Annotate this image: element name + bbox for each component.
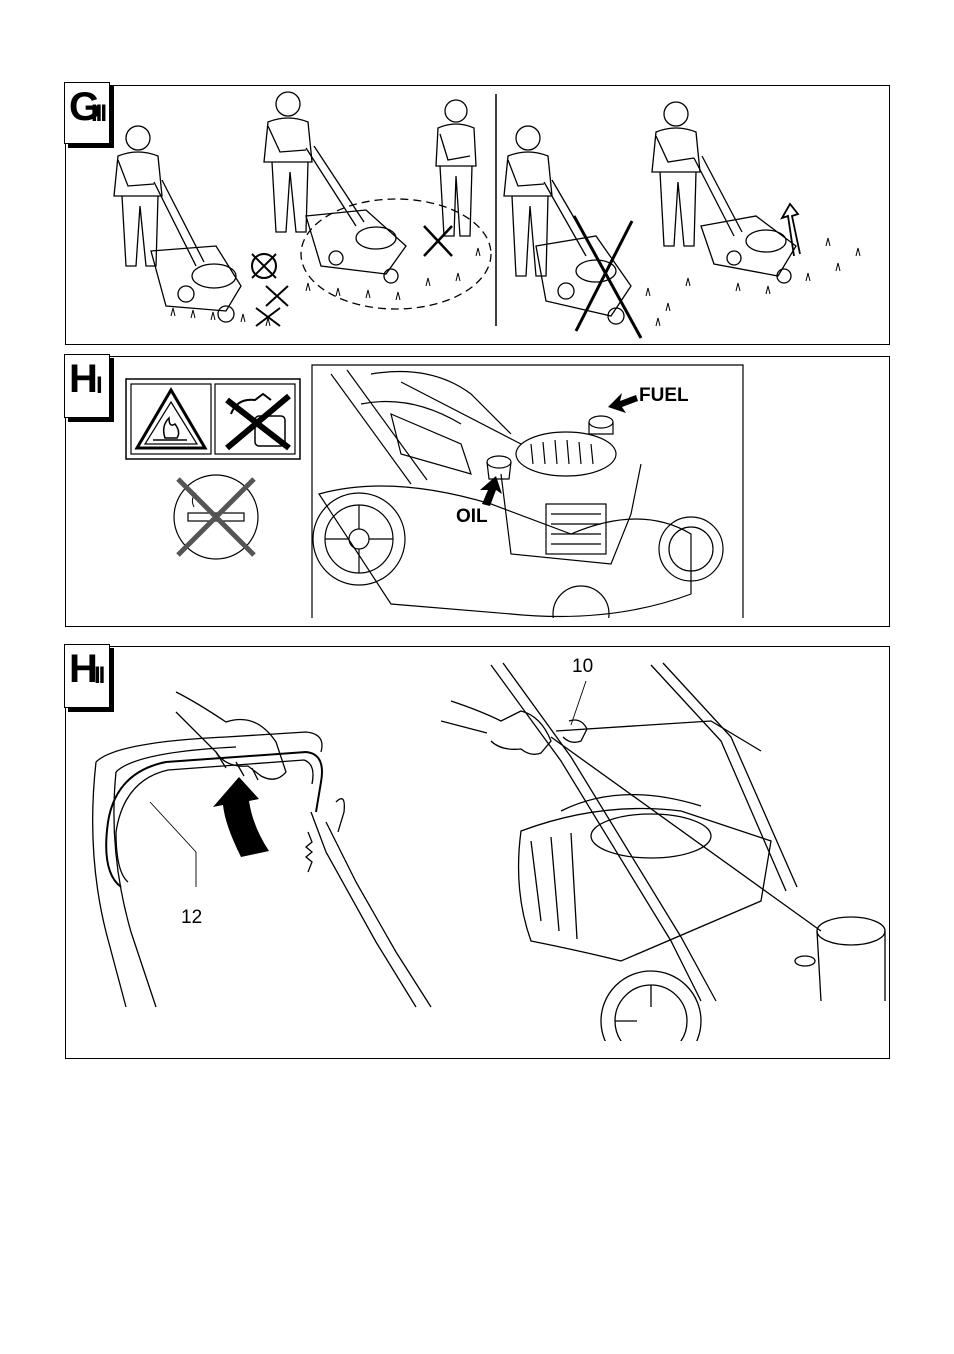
oil-arrow-icon	[480, 476, 502, 506]
mower-figure	[305, 145, 407, 284]
tab-letter: H	[69, 357, 98, 401]
person-figure	[651, 101, 701, 247]
callout-10: 10	[572, 656, 594, 677]
panel-h1: FUEL OIL	[65, 356, 890, 627]
lift-arrow-icon	[780, 202, 801, 257]
lift-arrow-icon	[213, 777, 269, 857]
section-tab-h2: H II	[64, 644, 110, 708]
person-figure	[113, 125, 163, 267]
grass-pattern	[170, 237, 861, 327]
person-figure	[263, 91, 313, 233]
no-refuel-hot-engine-icon	[225, 392, 291, 451]
oil-label: OIL	[456, 506, 488, 527]
engine-illustration	[311, 364, 744, 618]
callout-12: 12	[181, 907, 203, 928]
fire-warning-icon	[134, 387, 208, 450]
tab-suffix: III	[91, 100, 107, 127]
section-tab-h1: H I	[64, 354, 110, 418]
fuel-arrow-icon	[608, 393, 638, 413]
mower-figure	[150, 179, 242, 323]
no-smoking-icon	[173, 474, 259, 560]
mower-overview-illustration	[441, 662, 886, 1041]
fuel-label: FUEL	[639, 385, 689, 406]
tab-suffix: I	[96, 372, 103, 399]
cross-icon	[572, 215, 643, 339]
g3-illustration	[113, 91, 861, 339]
panel-h2: 12 10	[65, 646, 890, 1059]
handle-lever-illustration	[92, 691, 432, 1008]
warning-icons-box	[125, 378, 301, 460]
person-figure	[503, 125, 553, 277]
cross-icon	[423, 225, 453, 257]
section-tab-g3: G III	[64, 82, 110, 144]
tab-letter: G	[69, 85, 100, 129]
tab-letter: H	[69, 647, 98, 691]
panel-g3	[65, 85, 890, 345]
tab-suffix: II	[94, 662, 105, 689]
person-figure	[435, 99, 477, 237]
cross-icon	[251, 253, 289, 327]
mower-figure	[693, 155, 797, 284]
